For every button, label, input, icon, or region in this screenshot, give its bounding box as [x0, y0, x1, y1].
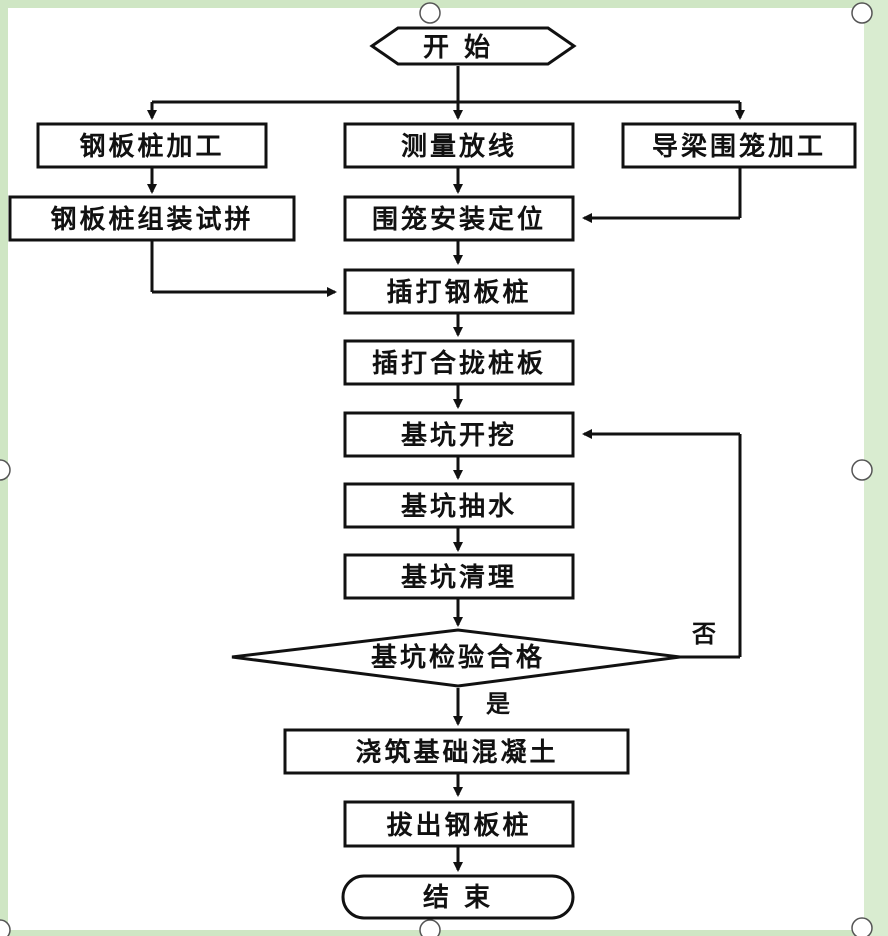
extract-steel-piles-label: 拔出钢板桩 [386, 810, 531, 841]
resize-handle-bottom-right[interactable] [851, 917, 873, 936]
pit-excavation-box: 基坑开挖 [343, 411, 575, 458]
resize-handle-top[interactable] [419, 2, 441, 24]
frame-install-position-label: 围笼安装定位 [372, 204, 546, 235]
steel-pile-trial-assembly-label: 钢板桩组装试拼 [50, 204, 253, 235]
pit-dewatering-label: 基坑抽水 [401, 491, 517, 522]
decision-yes-label: 是 [486, 690, 510, 718]
pit-dewatering-box: 基坑抽水 [343, 482, 575, 529]
resize-handle-bottom-left[interactable] [0, 919, 11, 936]
resize-handle-left[interactable] [0, 459, 11, 481]
drive-closure-pile-box: 插打合拢桩板 [343, 339, 575, 386]
steel-pile-processing-box: 钢板桩加工 [36, 122, 268, 169]
start-terminal: 开 始 [369, 26, 577, 66]
pour-foundation-concrete-box: 浇筑基础混凝土 [283, 728, 630, 775]
frame-install-position-box: 围笼安装定位 [343, 195, 575, 242]
drive-steel-piles-label: 插打钢板桩 [386, 277, 531, 308]
extract-steel-piles-box: 拔出钢板桩 [343, 800, 575, 848]
end-label: 结 束 [423, 882, 493, 913]
pit-cleaning-label: 基坑清理 [401, 562, 517, 593]
pour-foundation-concrete-label: 浇筑基础混凝土 [355, 737, 558, 768]
resize-handle-top-right[interactable] [851, 2, 873, 24]
guide-frame-processing-box: 导梁围笼加工 [621, 122, 857, 169]
drive-steel-piles-box: 插打钢板桩 [343, 268, 575, 315]
steel-pile-trial-assembly-box: 钢板桩组装试拼 [8, 195, 296, 242]
end-terminal: 结 束 [341, 874, 575, 920]
connectors [147, 66, 745, 872]
start-label: 开 始 [423, 33, 493, 63]
pit-inspection-decision: 基坑检验合格 [231, 628, 681, 688]
pit-excavation-label: 基坑开挖 [401, 420, 517, 451]
guide-frame-processing-label: 导梁围笼加工 [652, 131, 826, 162]
drive-closure-pile-label: 插打合拢桩板 [372, 348, 546, 379]
steel-pile-processing-label: 钢板桩加工 [79, 131, 224, 162]
decision-no-label: 否 [691, 620, 716, 648]
survey-setout-box: 测量放线 [343, 122, 575, 169]
pit-cleaning-box: 基坑清理 [343, 553, 575, 600]
resize-handle-right[interactable] [851, 459, 873, 481]
survey-setout-label: 测量放线 [401, 131, 517, 162]
resize-handle-bottom[interactable] [419, 919, 441, 936]
pit-inspection-label: 基坑检验合格 [371, 642, 545, 673]
